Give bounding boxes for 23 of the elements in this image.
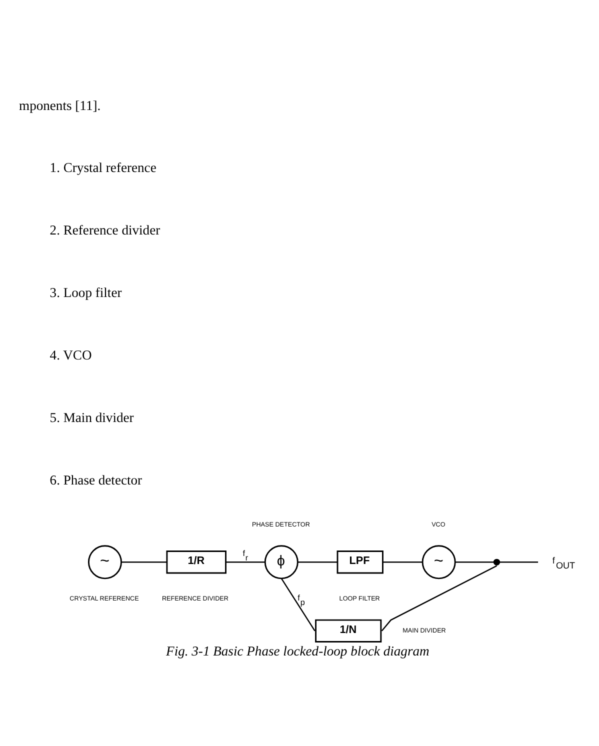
- label: 5. Main divider: [50, 409, 134, 424]
- label: 2. Reference divider: [50, 222, 160, 238]
- connector: [226, 561, 266, 562]
- node-circle: ~: [88, 544, 122, 579]
- node-box: 1/N: [315, 618, 382, 642]
- connector: [499, 561, 538, 562]
- node-box: 1/R: [166, 550, 226, 574]
- connector: [121, 561, 167, 562]
- connector: [381, 564, 498, 631]
- caption: Fig. 3-1 Basic Phase locked-loop block diagram: [166, 642, 430, 658]
- label: 6. Phase detector: [50, 472, 142, 487]
- label: 4. VCO: [50, 346, 92, 362]
- node-circle: ϕ: [264, 544, 298, 579]
- connector: [455, 561, 494, 562]
- connector: [383, 561, 422, 562]
- connector: [298, 561, 338, 562]
- label: 3. Loop filter: [50, 284, 122, 300]
- label: mponents [11].: [19, 97, 101, 112]
- connector: [280, 578, 316, 631]
- node-dot: [493, 558, 500, 565]
- node-circle: ~: [422, 544, 456, 579]
- label: 1. Crystal reference: [50, 160, 156, 175]
- node-box: LPF: [336, 550, 384, 574]
